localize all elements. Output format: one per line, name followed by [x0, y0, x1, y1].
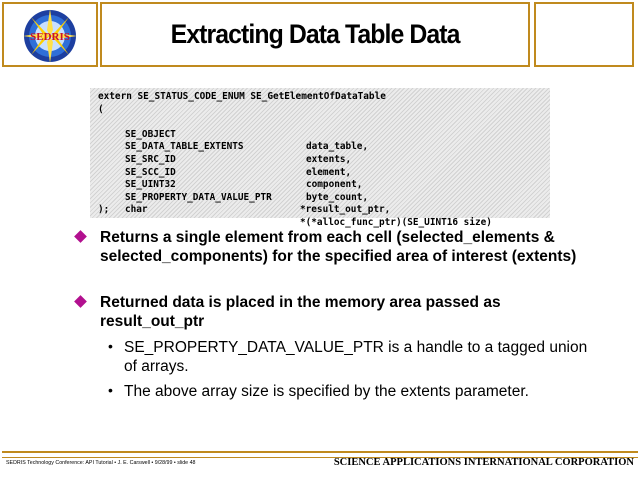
code-param-name: *(*alloc_func_ptr)(SE_UINT16 size): [300, 216, 492, 228]
code-param-type: SE_SCC_ID: [125, 166, 176, 178]
code-close: );: [98, 204, 110, 216]
sub-bullet-item: • SE_PROPERTY_DATA_VALUE_PTR is a handle…: [108, 338, 588, 376]
code-param-line: SE_UINT32 byte_count,: [98, 167, 542, 203]
sub-bullet-text: The above array size is specified by the…: [124, 383, 529, 400]
code-param-line: SE_OBJECT data_table,: [98, 116, 542, 153]
code-param-name: data_table,: [306, 141, 369, 153]
code-param-name: component,: [306, 179, 363, 191]
code-param-line: SE_DATA_TABLE_EXTENTS extents,: [98, 129, 542, 165]
footer-divider: [2, 451, 638, 458]
sedris-logo-icon: SEDRIS: [23, 9, 77, 63]
code-param-name: *result_out_ptr,: [300, 204, 391, 216]
bullet-text: Returns a single element from each cell …: [100, 229, 577, 265]
code-param-type: SE_SRC_ID: [125, 153, 176, 165]
code-param-name: extents,: [306, 153, 352, 165]
code-param-type: SE_OBJECT: [125, 128, 176, 140]
right-header-box: [534, 2, 634, 67]
bullet-text: Returned data is placed in the memory ar…: [100, 294, 501, 330]
code-param-type: SE_DATA_TABLE_EXTENTS: [125, 141, 244, 153]
code-block: extern SE_STATUS_CODE_ENUM SE_GetElement…: [90, 88, 550, 228]
slide-title: Extracting Data Table Data: [170, 19, 461, 49]
code-param-name: element,: [306, 166, 352, 178]
dot-bullet-icon: •: [108, 382, 113, 398]
bullet-item: Returned data is placed in the memory ar…: [74, 293, 598, 331]
logo-box: SEDRIS: [2, 2, 98, 67]
footer-left-text: SEDRIS Technology Conference: API Tutori…: [6, 460, 196, 466]
code-param-type: SE_UINT32: [125, 179, 176, 191]
code-param-line: char *(*alloc_func_ptr)(SE_UINT16 size): [98, 192, 542, 228]
svg-text:SEDRIS: SEDRIS: [30, 31, 70, 43]
code-param-name: byte_count,: [306, 191, 369, 203]
sub-bullet-item: • The above array size is specified by t…: [108, 382, 588, 401]
code-param-line: SE_PROPERTY_DATA_VALUE_PTR *result_out_p…: [98, 179, 542, 216]
code-param-type: SE_PROPERTY_DATA_VALUE_PTR: [125, 191, 272, 203]
code-param-type: char: [125, 204, 148, 216]
dot-bullet-icon: •: [108, 338, 113, 354]
footer-company: SCIENCE APPLICATIONS INTERNATIONAL CORPO…: [333, 457, 634, 468]
code-signature: extern SE_STATUS_CODE_ENUM SE_GetElement…: [98, 91, 386, 102]
code-param-line: SE_SCC_ID component,: [98, 154, 542, 191]
code-open-paren: (: [98, 103, 104, 115]
sub-bullet-text: SE_PROPERTY_DATA_VALUE_PTR is a handle t…: [124, 339, 588, 375]
code-param-line: SE_SRC_ID element,: [98, 141, 542, 178]
bullet-item: Returns a single element from each cell …: [74, 228, 598, 266]
title-box: Extracting Data Table Data: [100, 2, 530, 67]
